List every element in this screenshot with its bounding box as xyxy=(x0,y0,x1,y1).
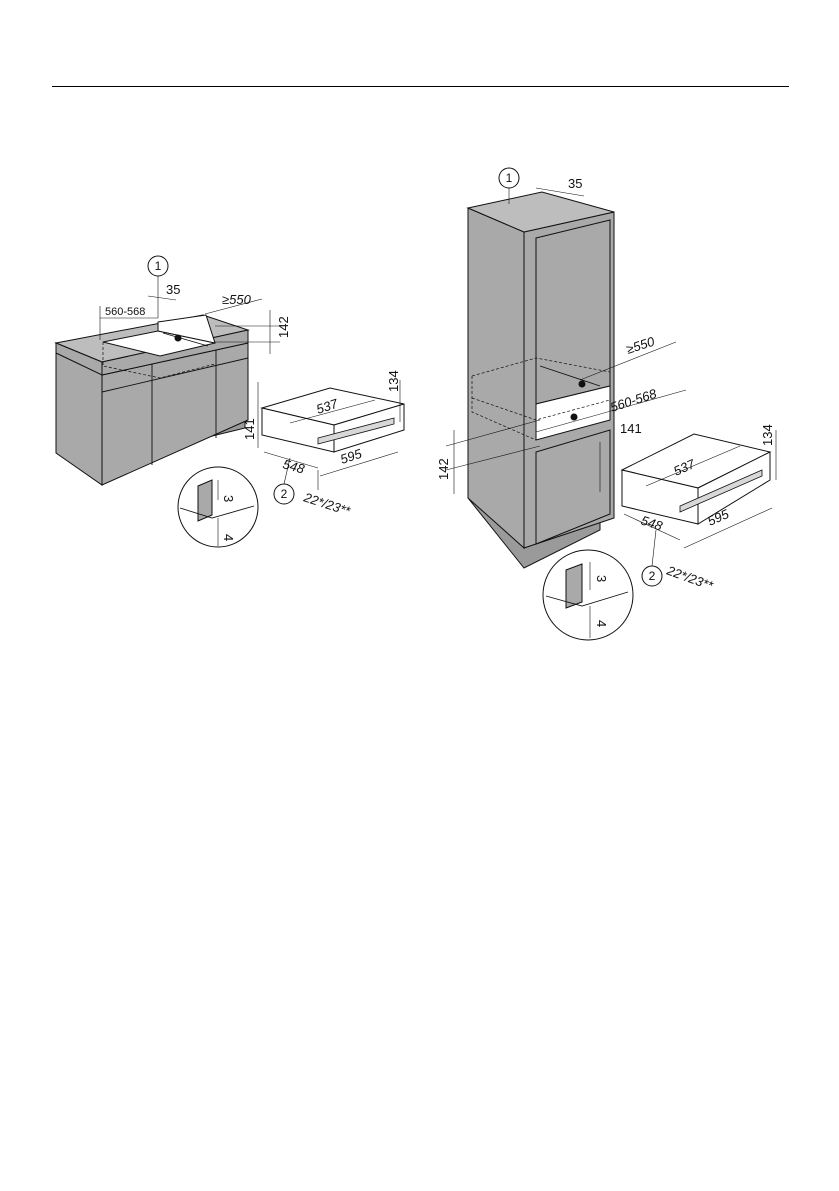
left-dim-35-line xyxy=(147,295,177,301)
left-dim-142: 142 xyxy=(276,316,291,338)
left-installation-figure: 1 35 560-568 ≥550 142 537 134 141 548 xyxy=(54,255,405,548)
right-dim-595-line xyxy=(683,507,773,549)
right-detail-front xyxy=(565,563,583,609)
left-dim-550: ≥550 xyxy=(222,292,252,307)
header-rule xyxy=(52,86,789,87)
left-drawer-handle xyxy=(317,417,395,445)
right-dim-141: 141 xyxy=(620,421,642,436)
right-dim-548: 548 xyxy=(639,513,665,534)
left-dim-141: 141 xyxy=(242,418,257,440)
left-dim-548-line xyxy=(263,451,319,469)
right-callout-1-label: 1 xyxy=(506,171,513,185)
left-callout-1-label: 1 xyxy=(155,259,162,273)
right-drawer-handle xyxy=(679,469,763,513)
left-niche-dashes xyxy=(102,342,216,379)
right-cabinet-top xyxy=(466,191,615,233)
left-cable-point xyxy=(174,334,182,342)
right-dim-548-line xyxy=(623,513,681,541)
left-dim-560-568: 560-568 xyxy=(105,306,145,318)
left-niche-inner xyxy=(157,314,216,344)
left-dim-537: 537 xyxy=(314,396,340,417)
right-niche-opening xyxy=(535,385,611,441)
right-detail-3: 3 xyxy=(594,575,609,582)
right-detail-4: 4 xyxy=(594,620,609,627)
right-dim-35: 35 xyxy=(568,176,582,191)
left-detail-front xyxy=(197,479,213,522)
right-dim-550-line xyxy=(579,341,677,381)
left-dim-548: 548 xyxy=(281,456,307,476)
left-dim-35: 35 xyxy=(166,282,180,297)
left-callout-2-label: 2 xyxy=(281,487,288,501)
right-dim-134: 134 xyxy=(760,424,775,446)
left-dim-550-line xyxy=(204,298,263,315)
left-detail-4: 4 xyxy=(221,534,236,541)
right-dim-560-568-line xyxy=(535,389,687,433)
left-dim-595: 595 xyxy=(338,446,364,467)
left-dim-595-line xyxy=(319,451,399,477)
left-detail-3: 3 xyxy=(221,495,236,502)
left-dim-22-23: 22*/23** xyxy=(301,489,353,519)
right-upper-door xyxy=(535,219,611,405)
left-dim-537-line xyxy=(289,399,376,424)
right-dim-22-23: 22*/23** xyxy=(664,562,716,593)
right-callout-2-label: 2 xyxy=(649,569,656,583)
right-niche-arrow xyxy=(539,365,601,387)
left-dim-134: 134 xyxy=(386,370,401,392)
right-dim-35-line xyxy=(535,187,585,197)
right-dim-550: ≥550 xyxy=(624,333,657,356)
right-lower-door xyxy=(535,429,611,545)
right-cable-point-upper xyxy=(578,380,586,388)
right-installation-figure: 1 35 ≥550 560-568 141 142 537 134 548 xyxy=(436,167,777,641)
left-niche-arrow xyxy=(162,332,209,347)
right-cabinet-front xyxy=(467,207,525,550)
right-dim-560-568: 560-568 xyxy=(608,386,659,415)
right-dim-142: 142 xyxy=(436,458,451,480)
right-dim-537-line xyxy=(645,445,741,487)
left-drawer-line xyxy=(101,357,249,393)
right-cable-point-lower xyxy=(570,413,578,421)
